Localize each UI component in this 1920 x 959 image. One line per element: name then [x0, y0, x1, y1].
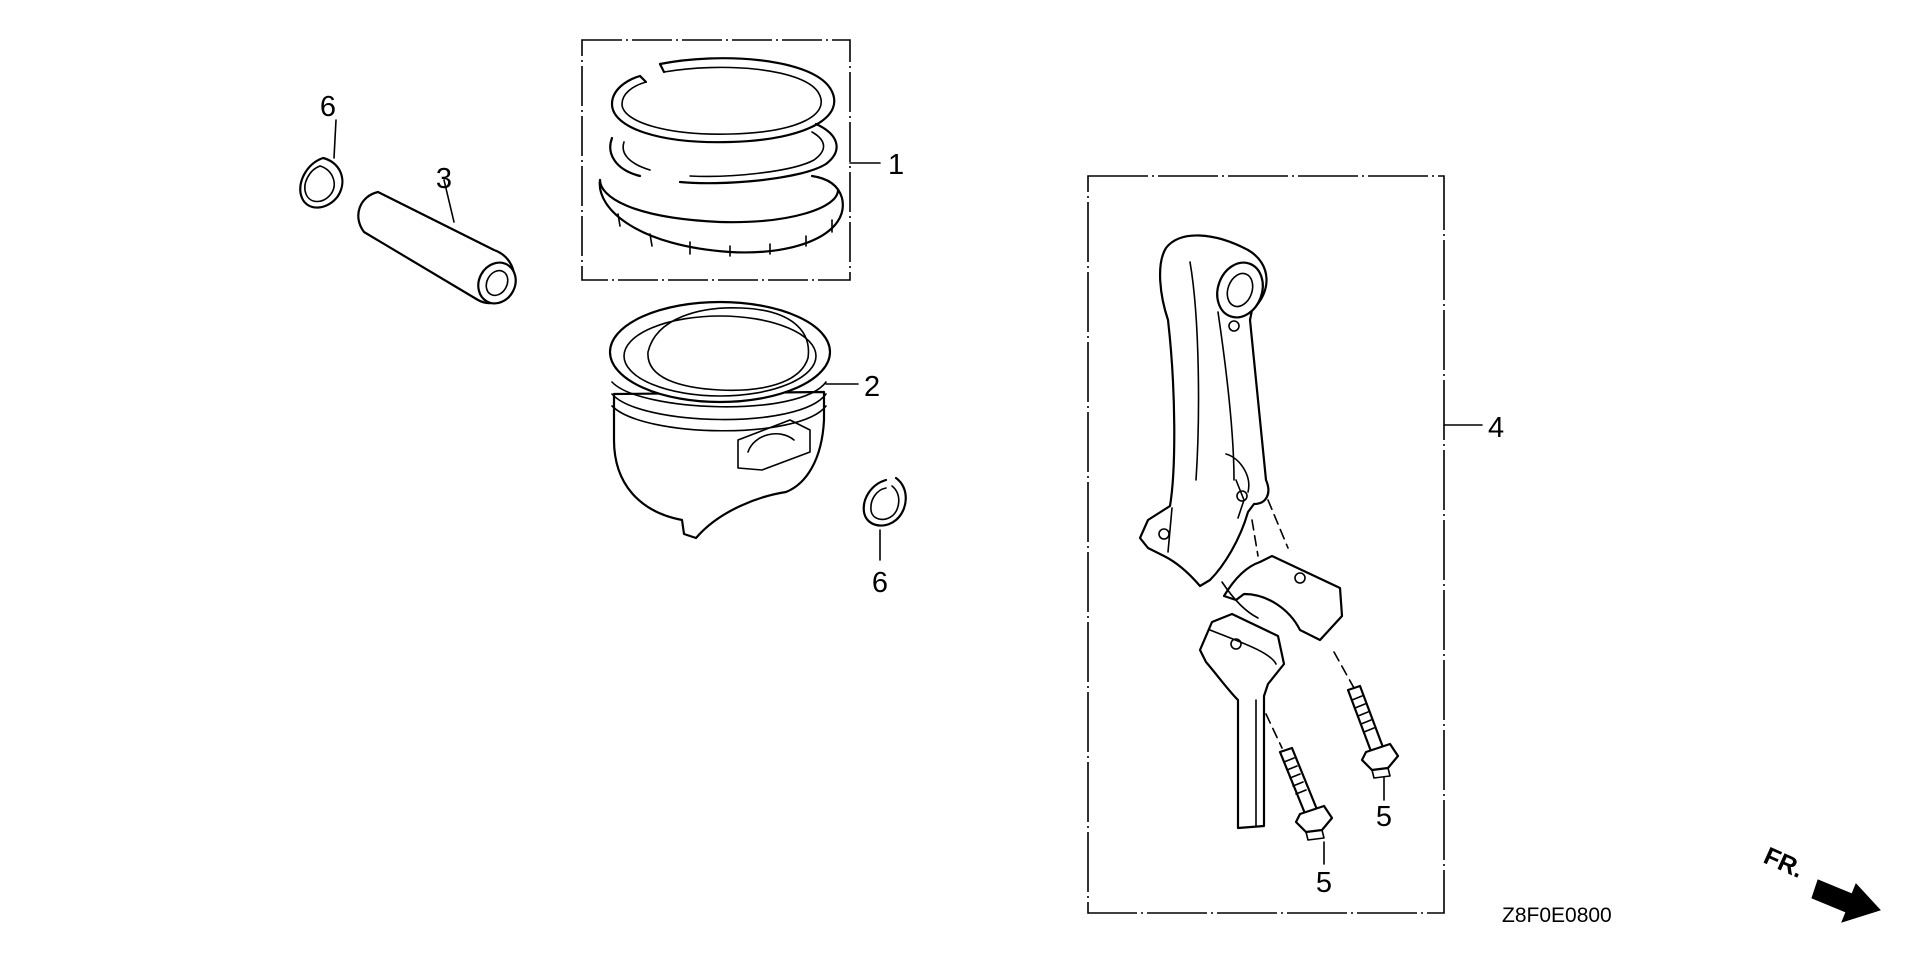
- callout-rod-bolt-left: 5: [1316, 867, 1332, 899]
- front-direction-marker: FR.: [1760, 842, 1881, 923]
- connecting-rod-assembly: 4 5: [1087, 175, 1504, 914]
- rod-bolt-right: 5: [1333, 651, 1400, 833]
- piston-pin: 3: [357, 163, 517, 305]
- front-arrow-icon: [1811, 879, 1881, 923]
- piston: 2: [608, 300, 880, 540]
- callout-piston: 2: [864, 371, 880, 403]
- callout-clip-upper: 6: [320, 91, 336, 123]
- callout-piston-rings: 1: [888, 149, 904, 181]
- front-label: FR.: [1760, 842, 1808, 884]
- callout-connecting-rod: 4: [1488, 412, 1504, 444]
- callout-clip-lower: 6: [872, 567, 888, 599]
- callout-rod-bolt-right: 5: [1376, 801, 1392, 833]
- diagram-code: Z8F0E0800: [1502, 904, 1612, 927]
- callout-piston-pin: 3: [436, 163, 452, 195]
- piston-pin-clip-upper: 6: [299, 91, 344, 209]
- rod-bolt-left: 5: [1265, 713, 1334, 899]
- piston-ring-set: 1: [581, 39, 904, 281]
- piston-pin-clip-lower: 6: [862, 476, 907, 599]
